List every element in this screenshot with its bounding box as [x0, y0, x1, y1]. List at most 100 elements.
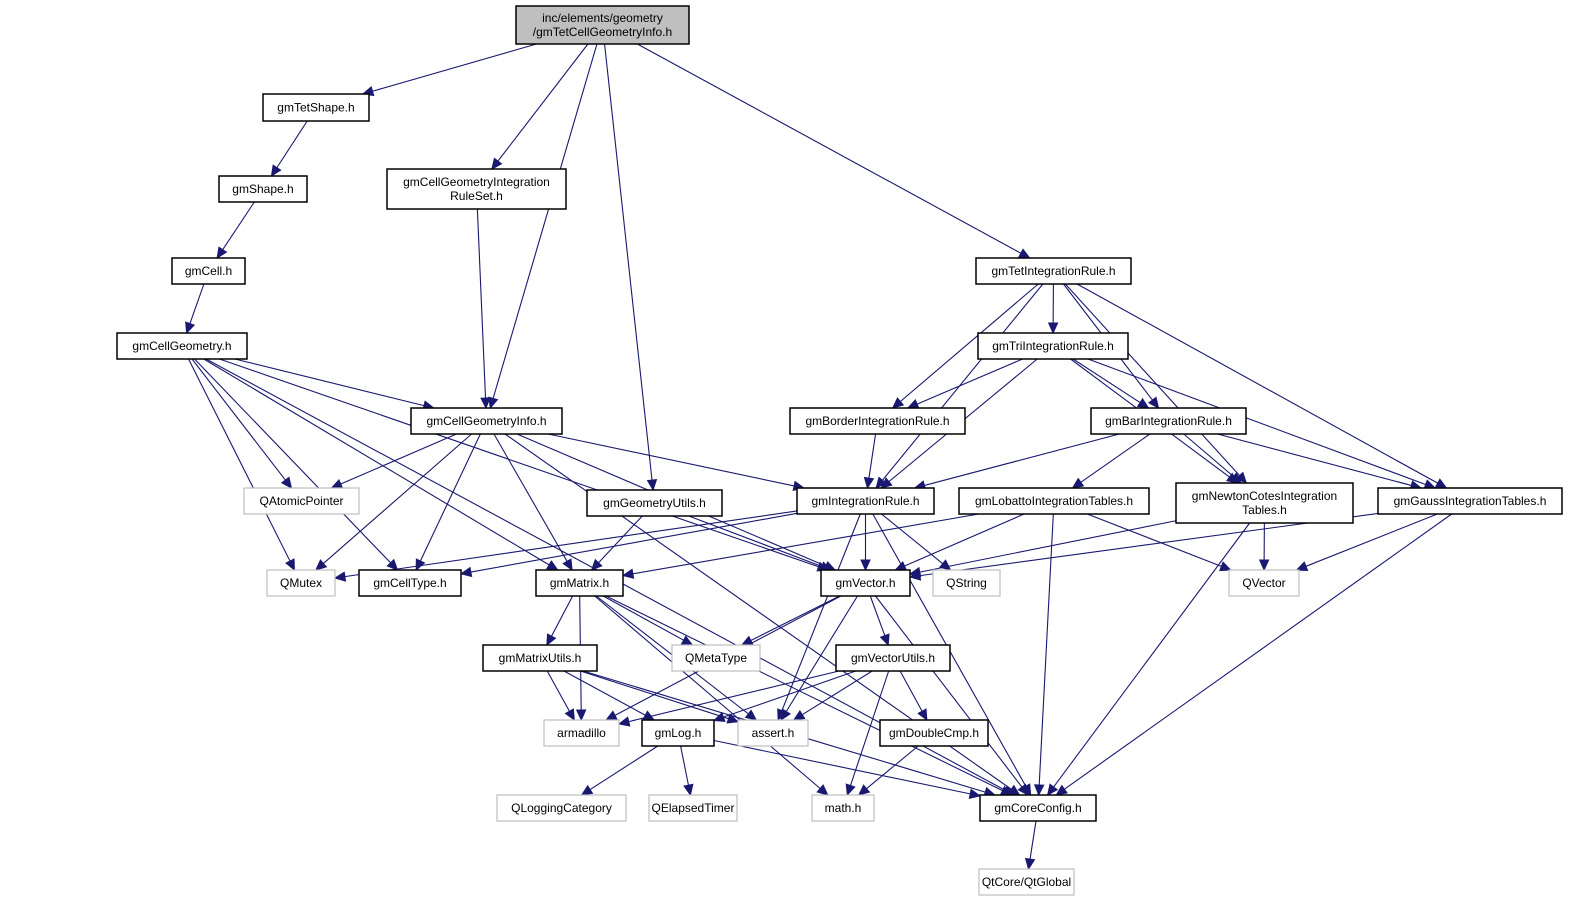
arrowhead-cell-to-cellgeom	[185, 321, 196, 335]
edge-geomutils-to-matrix	[598, 515, 643, 564]
node-box[interactable]	[835, 644, 951, 672]
node-box[interactable]	[358, 569, 462, 597]
edge-vecutils-to-math	[849, 670, 890, 786]
edge-cell-to-cellgeom	[189, 283, 205, 324]
node-box[interactable]	[879, 719, 989, 747]
node-box[interactable]	[1175, 482, 1354, 524]
node-box	[671, 644, 761, 672]
node-box	[811, 794, 875, 822]
node-dcmp[interactable]: gmDoubleCmp.h	[879, 719, 989, 747]
node-box[interactable]	[410, 407, 563, 435]
edge-intrule-to-qmutex	[344, 510, 798, 578]
node-gauss[interactable]: gmGaussIntegrationTables.h	[1377, 487, 1563, 515]
node-box	[978, 868, 1075, 896]
node-root[interactable]: inc/elements/geometry/gmTetCellGeometryI…	[515, 5, 690, 45]
node-box[interactable]	[515, 5, 690, 45]
node-geomutils[interactable]: gmGeometryUtils.h	[586, 489, 723, 517]
node-label: gmTetShape.h	[277, 101, 354, 115]
node-tetshape[interactable]: gmTetShape.h	[262, 93, 370, 122]
node-cell[interactable]: gmCell.h	[171, 257, 246, 285]
node-label: QString	[946, 576, 987, 590]
node-box[interactable]	[171, 257, 246, 285]
node-matutils[interactable]: gmMatrixUtils.h	[482, 644, 598, 672]
node-box[interactable]	[977, 332, 1129, 360]
node-vector[interactable]: gmVector.h	[820, 569, 911, 597]
node-label: gmCellGeometry.h	[132, 339, 231, 353]
node-box[interactable]	[262, 93, 370, 122]
arrowhead-vector-to-armadillo	[605, 710, 618, 721]
node-shape[interactable]: gmShape.h	[218, 175, 308, 203]
node-box[interactable]	[386, 168, 567, 210]
edge-matutils-to-assert	[580, 670, 729, 720]
node-cellgeom[interactable]: gmCellGeometry.h	[116, 332, 248, 360]
node-intrule[interactable]: gmIntegrationRule.h	[796, 487, 935, 515]
edge-cellgeom-to-cgi	[234, 358, 425, 407]
arrowhead-newton-to-qvector	[1258, 559, 1270, 572]
node-box[interactable]	[820, 569, 911, 597]
edge-log-to-qlogcat	[589, 745, 659, 791]
edge-cgi-to-matrix	[493, 433, 568, 562]
edge-cgi-to-intrule	[547, 433, 795, 487]
node-triint[interactable]: gmTriIntegrationRule.h	[977, 332, 1129, 360]
node-box	[266, 569, 336, 597]
node-box[interactable]	[586, 489, 723, 517]
arrowhead-cgirs-to-cgi	[480, 397, 491, 410]
node-box[interactable]	[1377, 487, 1563, 515]
edge-barint-to-newton	[1183, 433, 1234, 477]
node-box[interactable]	[218, 175, 308, 203]
node-label: gmCellGeometryInfo.h	[426, 414, 546, 428]
node-box[interactable]	[979, 794, 1097, 822]
node-box[interactable]	[482, 644, 598, 672]
arrowhead-lobatto-to-coreconfig	[1033, 784, 1045, 797]
node-vecutils[interactable]: gmVectorUtils.h	[835, 644, 951, 672]
edge-log-to-qelapsed	[680, 745, 689, 786]
edge-root-to-cgirs	[497, 43, 589, 162]
node-box[interactable]	[535, 569, 624, 597]
node-box	[243, 487, 360, 515]
node-label: gmCellType.h	[373, 576, 446, 590]
edge-tetint-to-gauss	[1076, 283, 1438, 484]
node-box[interactable]	[958, 487, 1150, 515]
arrowhead-dcmp-to-math	[857, 784, 871, 796]
edge-dcmp-to-math	[866, 745, 919, 790]
node-qstring: QString	[932, 569, 1001, 597]
edge-vecutils-to-dcmp	[899, 670, 923, 712]
node-box[interactable]	[116, 332, 248, 360]
edge-root-to-tetshape	[372, 43, 537, 92]
node-lobatto[interactable]: gmLobattoIntegrationTables.h	[958, 487, 1150, 515]
node-label: gmCellGeometryIntegration	[403, 175, 550, 189]
arrowhead-shape-to-cell	[216, 246, 228, 260]
edge-triint-to-barint	[1072, 358, 1141, 404]
arrowhead-intrule-to-qmutex	[333, 571, 347, 582]
node-barint[interactable]: gmBarIntegrationRule.h	[1090, 407, 1247, 435]
edge-cellgeom-to-matrix	[203, 358, 550, 566]
node-celltype[interactable]: gmCellType.h	[358, 569, 462, 597]
node-label: gmMatrix.h	[550, 576, 609, 590]
edge-cgi-to-qatomic	[340, 433, 457, 485]
node-borderint[interactable]: gmBorderIntegrationRule.h	[789, 407, 966, 435]
node-label: RuleSet.h	[450, 189, 503, 203]
arrowhead-tetint-to-barint	[1147, 396, 1160, 409]
edge-vector-to-assert	[785, 595, 858, 712]
node-log[interactable]: gmLog.h	[641, 719, 715, 747]
arrowhead-tetint-to-newton	[1235, 471, 1248, 484]
node-label: gmGeometryUtils.h	[603, 496, 706, 510]
node-box	[496, 794, 627, 822]
arrowhead-borderint-to-intrule	[863, 476, 875, 490]
node-box[interactable]	[641, 719, 715, 747]
node-coreconfig[interactable]: gmCoreConfig.h	[979, 794, 1097, 822]
node-box[interactable]	[975, 257, 1132, 285]
node-label: QVector	[1242, 576, 1285, 590]
edge-cellgeom-to-qatomic	[191, 358, 286, 481]
node-matrix[interactable]: gmMatrix.h	[535, 569, 624, 597]
node-box[interactable]	[789, 407, 966, 435]
node-box	[932, 569, 1001, 597]
node-cgi[interactable]: gmCellGeometryInfo.h	[410, 407, 563, 435]
node-tetint[interactable]: gmTetIntegrationRule.h	[975, 257, 1132, 285]
node-box[interactable]	[796, 487, 935, 515]
arrowhead-matrix-to-armadillo	[575, 709, 587, 722]
node-box[interactable]	[1090, 407, 1247, 435]
